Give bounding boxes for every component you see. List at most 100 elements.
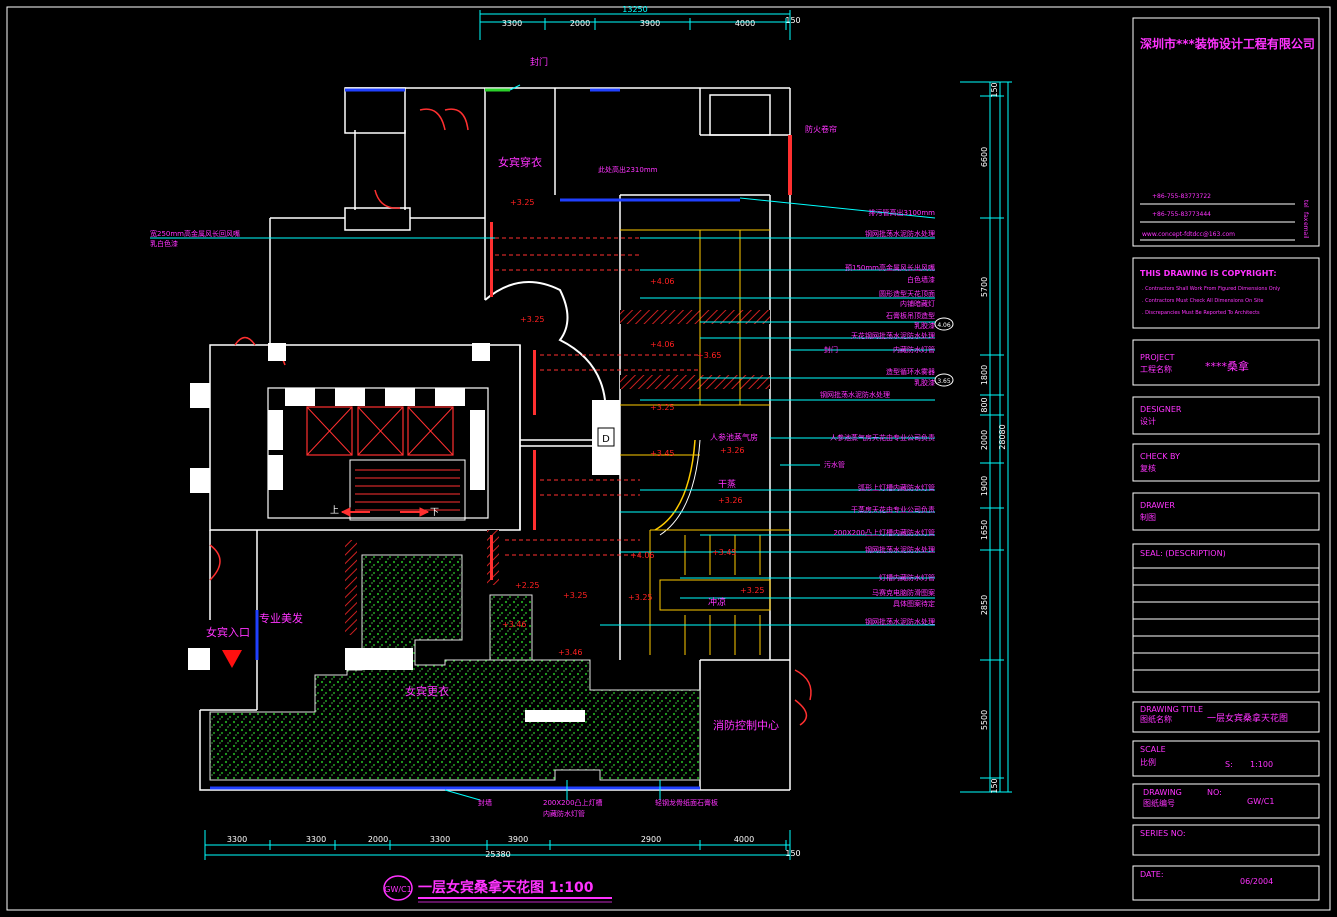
top-dim-2: 2000 [570, 19, 590, 28]
note-r-5: 白色墙漆 [907, 275, 935, 284]
copyright-lines: . Contractors Shall Work From Figured Di… [1142, 286, 1280, 316]
note-steam-room: 人参池蒸气房 [710, 432, 758, 442]
note-r-21: 钢网批荡水泥防水处理 [865, 545, 935, 554]
note-r-24: 具体图案待定 [893, 599, 935, 608]
level-4: +4.06 [650, 340, 675, 349]
stair-up-label: 上 [330, 505, 339, 516]
copyright-line-3: . Discrepancies Must Be Reported To Arch… [1142, 310, 1260, 316]
note-air-vent: 宽250mm高金属风长回风嘴 [150, 229, 240, 238]
drawing-title-label-cn: 图纸名称 [1140, 714, 1172, 724]
contact-side-email: email [1302, 222, 1309, 239]
level-markers: +3.25 +3.25 +4.06 +4.06 +3.25 +3.65 +3.4… [502, 198, 765, 657]
room-dry-sauna: 干蒸 [718, 478, 736, 490]
note-r-9: 乳胶漆 [914, 321, 935, 330]
entrance-arrow-icon [222, 650, 242, 668]
contact-side-tel: tel [1302, 200, 1309, 208]
note-r-12: 内藏防水灯管 [893, 345, 935, 354]
note-r-2: 排污管高出3100mm [869, 208, 936, 217]
title-block [1132, 17, 1320, 901]
red-light-bars [490, 135, 792, 580]
note-gypsum: 轻钢龙骨纸面石膏板 [655, 798, 718, 807]
room-shower: 冲凉 [708, 596, 726, 608]
level-2: +3.25 [520, 315, 545, 324]
project-label-cn: 工程名称 [1140, 364, 1172, 374]
level-6: +3.65 [697, 351, 722, 360]
level-14: +3.25 [563, 591, 588, 600]
level-15: +3.46 [502, 620, 527, 629]
note-door-top: 封门 [530, 56, 548, 68]
note-r-3: 钢网批荡水泥防水处理 [865, 229, 935, 238]
note-r-19: 干蒸房天花由专业公司负责 [851, 505, 935, 514]
copyright-line-2: . Contractors Must Check All Dimensions … [1142, 298, 1263, 304]
note-wall-seal: 封墙 [478, 798, 492, 807]
right-dim-5: 800 [980, 397, 989, 412]
top-dimension-line [479, 10, 791, 40]
note-r-13: 造型循环水雾器 [886, 367, 935, 376]
tag-1: 4.06 [937, 322, 951, 329]
note-r-18: 弧形上灯槽内藏防水灯管 [858, 483, 935, 492]
contact-email: www.concept-fdtdcc@163.com [1142, 231, 1235, 238]
scale-label-en: SCALE [1140, 745, 1166, 754]
column-d [592, 400, 620, 475]
right-dim-11: 150 [990, 778, 999, 793]
bubble-box [597, 427, 615, 447]
bottom-dim-7: 4000 [734, 835, 754, 844]
note-r-11: 封门 [824, 345, 838, 354]
check-label-cn: 复核 [1140, 463, 1156, 473]
leader-lines [150, 84, 936, 801]
project-label-en: PROJECT [1140, 353, 1175, 362]
note-r-4: 预150mm高金属风长出风嘴 [845, 263, 935, 272]
date-value: 06/2004 [1240, 877, 1273, 886]
series-label: SERIES NO: [1140, 829, 1186, 838]
bottom-dim-4: 3300 [430, 835, 450, 844]
drawing-no-label-no: NO: [1207, 788, 1222, 797]
level-7: +3.45 [650, 449, 675, 458]
level-12: +4.06 [630, 551, 655, 560]
drawing-caption: 一层女宾桑拿天花图 1:100 [418, 879, 594, 896]
right-dim-total: 28080 [998, 424, 1007, 449]
top-dim-4: 4000 [735, 19, 755, 28]
level-13: +2.25 [515, 581, 540, 590]
bottom-dim-2: 3300 [306, 835, 326, 844]
project-value: ****桑拿 [1205, 359, 1249, 373]
check-label-en: CHECK BY [1140, 452, 1180, 461]
level-8: +3.26 [720, 446, 745, 455]
designer-label-cn: 设计 [1140, 416, 1156, 426]
right-notes: 排污管高出3100mm 钢网批荡水泥防水处理 预150mm高金属风长出风嘴 白色… [820, 208, 935, 626]
bottom-dim-3: 2000 [368, 835, 388, 844]
copyright-heading: THIS DRAWING IS COPYRIGHT: [1140, 269, 1277, 278]
plan-walls [199, 87, 791, 791]
contact-fax: +86-755-83773444 [1152, 211, 1211, 218]
drawer-label-cn: 制图 [1140, 512, 1156, 522]
note-r-8: 石膏板吊顶造型 [886, 311, 935, 320]
copyright-line-1: . Contractors Shall Work From Figured Di… [1142, 286, 1280, 292]
right-dimension-line [960, 81, 1012, 793]
top-dim-total: 13250 [622, 5, 647, 14]
scale-label-cn: 比例 [1140, 757, 1156, 767]
note-r-15: 钢网批荡水泥防水处理 [820, 390, 890, 399]
curved-wall [484, 281, 606, 401]
room-labels: 女宾穿衣 专业美发 女宾入口 女宾更衣 消防控制中心 干蒸 冲凉 [206, 155, 779, 732]
stair-down-label: 下 [430, 508, 439, 518]
scale-value: 1:100 [1250, 760, 1273, 769]
level-11: +3.25 [740, 586, 765, 595]
window-bands [210, 88, 740, 790]
contact-side-fax: fax [1302, 212, 1309, 222]
stairs [340, 459, 466, 521]
bench-block [525, 710, 585, 722]
right-dim-9: 2850 [980, 595, 989, 615]
bottom-dim-1: 3300 [227, 835, 247, 844]
right-dim-7: 1900 [980, 476, 989, 496]
note-r-25: 钢网批荡水泥防水处理 [865, 617, 935, 626]
right-dim-3: 5700 [980, 277, 989, 297]
bottom-dim-labels: 3300 3300 2000 3300 3900 2900 4000 150 2… [227, 835, 801, 859]
other-notes: 封门 此处高出2310mm 宽250mm高金属风长回风嘴 乳白色漆 封墙 200… [150, 56, 758, 818]
drawing-title-value: 一层女宾桑拿天花图 [1207, 712, 1288, 724]
note-r-23: 马赛克电脑防滑图案 [872, 588, 935, 597]
contact-info: +86-755-83773722 +86-755-83773444 www.co… [1142, 193, 1309, 239]
note-clear-height: 此处高出2310mm [598, 165, 658, 174]
room-dressing: 女宾穿衣 [498, 155, 542, 169]
level-5: +3.25 [650, 403, 675, 412]
